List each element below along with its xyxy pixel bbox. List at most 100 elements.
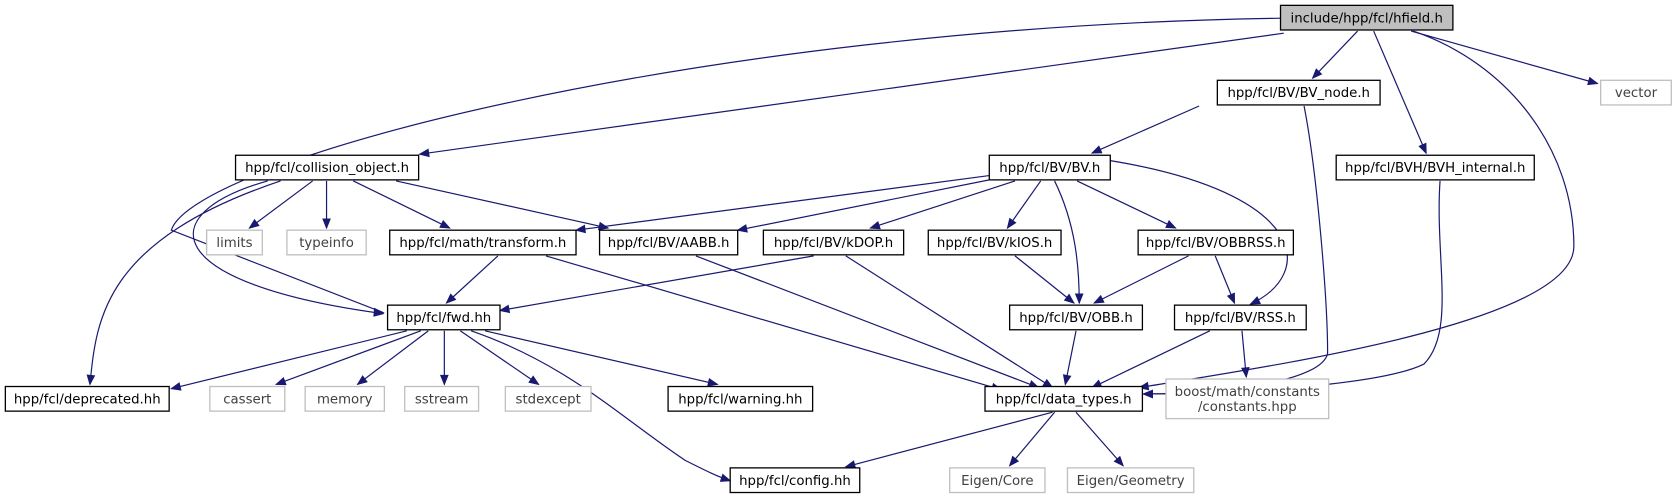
node-config[interactable]: hpp/fcl/config.hh (729, 467, 861, 494)
node-warning[interactable]: hpp/fcl/warning.hh (667, 385, 814, 412)
arrow-head (1165, 220, 1177, 229)
edge-line (1091, 105, 1200, 154)
arrow-head (248, 218, 260, 229)
edge-line (89, 180, 281, 385)
node-box (205, 229, 263, 256)
arrow-head (1418, 142, 1427, 155)
edge-hfield-to-collobj (418, 32, 1284, 158)
arrow-head (439, 219, 451, 229)
node-box (1173, 304, 1307, 331)
edge-collobj-to-deprecated (86, 180, 281, 386)
node-label: hpp/fcl/BVH/BVH_internal.h (1345, 161, 1525, 176)
node-label: Eigen/Core (961, 474, 1033, 489)
arrow-head (274, 377, 287, 386)
edge-kios-to-obb (1014, 255, 1075, 304)
edge-line (1139, 30, 1575, 389)
node-label: typeinfo (299, 236, 354, 251)
node-memory: memory (304, 385, 386, 412)
edge-fwd-to-stdexcept (460, 330, 540, 386)
node-box (386, 304, 501, 331)
node-stdexcept: stdexcept (504, 385, 592, 412)
arrow-head (1311, 68, 1323, 80)
node-box (667, 385, 814, 412)
edge-line (193, 180, 384, 315)
node-kdop[interactable]: hpp/fcl/BV/kDOP.h (762, 229, 905, 256)
edge-line (870, 180, 1016, 229)
node-collobj[interactable]: hpp/fcl/collision_object.h (234, 154, 420, 181)
edge-obbrss-to-rss (1214, 255, 1236, 305)
node-label: memory (317, 392, 373, 407)
node-label: hpp/fcl/fwd.hh (396, 311, 491, 326)
edge-hfield-to-bvnode (1311, 30, 1359, 80)
arrow-head (356, 375, 368, 386)
edge-line (353, 180, 450, 229)
node-obb[interactable]: hpp/fcl/BV/OBB.h (1008, 304, 1144, 331)
edge-line (1410, 30, 1598, 85)
node-hfield[interactable]: include/hpp/fcl/hfield.h (1279, 4, 1454, 31)
nodes-layer: include/hpp/fcl/hfield.h hpp/fcl/BV/BV_no… (4, 4, 1672, 494)
node-aabb[interactable]: hpp/fcl/BV/AABB.h (598, 229, 739, 256)
node-vector: vector (1599, 79, 1672, 106)
node-box (762, 229, 905, 256)
node-box (1216, 79, 1381, 106)
node-fwd[interactable]: hpp/fcl/fwd.hh (386, 304, 501, 331)
arrow-head (86, 374, 96, 386)
node-box (984, 385, 1144, 412)
edge-line (1014, 255, 1075, 304)
node-label: hpp/fcl/BV/BV_node.h (1227, 86, 1370, 101)
node-label: hpp/fcl/BV/AABB.h (608, 236, 730, 251)
node-label: hpp/fcl/config.hh (739, 474, 851, 489)
node-label: hpp/fcl/BV/OBB.h (1019, 311, 1133, 326)
node-kios[interactable]: hpp/fcl/BV/kIOS.h (927, 229, 1062, 256)
node-box (304, 385, 386, 412)
edge-line (499, 255, 814, 312)
arrow-head (869, 220, 881, 230)
node-label: hpp/fcl/BV/OBBRSS.h (1146, 236, 1286, 251)
arrow-head (1226, 292, 1235, 305)
node-box (4, 385, 170, 412)
arrow-head (1006, 217, 1017, 230)
node-label: boost/math/constants (1175, 385, 1320, 400)
node-box (209, 385, 286, 412)
node-deprecated[interactable]: hpp/fcl/deprecated.hh (4, 385, 170, 412)
edge-fwd-to-memory (356, 330, 429, 386)
node-bv[interactable]: hpp/fcl/BV/BV.h (988, 154, 1111, 181)
edge-line (1054, 180, 1080, 304)
arrow-head (844, 460, 857, 469)
node-boostconst: boost/math/constants/constants.hpp (1165, 378, 1330, 420)
node-box (286, 229, 367, 256)
edge-collobj-to-typeinfo (322, 180, 331, 230)
node-label: limits (216, 236, 252, 251)
edge-hfield-to-bvhint (1373, 30, 1427, 155)
edge-transform-to-fwd (445, 255, 499, 304)
node-bvhint[interactable]: hpp/fcl/BVH/BVH_internal.h (1335, 154, 1535, 181)
node-datatypes[interactable]: hpp/fcl/data_types.h (984, 385, 1144, 412)
node-label: vector (1615, 86, 1658, 101)
edge-line (1373, 30, 1427, 154)
edge-line (1091, 330, 1211, 389)
edge-obb-to-datatypes (1062, 330, 1077, 386)
node-rss[interactable]: hpp/fcl/BV/RSS.h (1173, 304, 1307, 331)
edge-rss-to-boostconst (1241, 330, 1250, 379)
edge-line (357, 330, 429, 385)
node-eigencore: Eigen/Core (949, 467, 1046, 494)
edge-line (1009, 411, 1056, 467)
node-transform[interactable]: hpp/fcl/math/transform.h (389, 229, 577, 256)
arrow-head (498, 304, 511, 314)
node-box (1137, 229, 1295, 256)
edge-datatypes-to-eigencore (1008, 411, 1056, 467)
edge-datatypes-to-config (844, 411, 1053, 469)
edge-line (419, 32, 1284, 155)
edge-line (1006, 180, 1042, 229)
edges-layer (86, 17, 1599, 482)
node-label: hpp/fcl/BV/kIOS.h (937, 236, 1052, 251)
edge-line (396, 180, 609, 229)
arrow-head (1249, 296, 1261, 305)
node-bvnode[interactable]: hpp/fcl/BV/BV_node.h (1216, 79, 1381, 106)
arrow-head (439, 374, 449, 386)
node-label: hpp/fcl/math/transform.h (399, 236, 566, 251)
edge-fwd-to-cassert (274, 330, 421, 386)
node-obbrss[interactable]: hpp/fcl/BV/OBBRSS.h (1137, 229, 1295, 256)
arrow-head (1113, 455, 1125, 467)
